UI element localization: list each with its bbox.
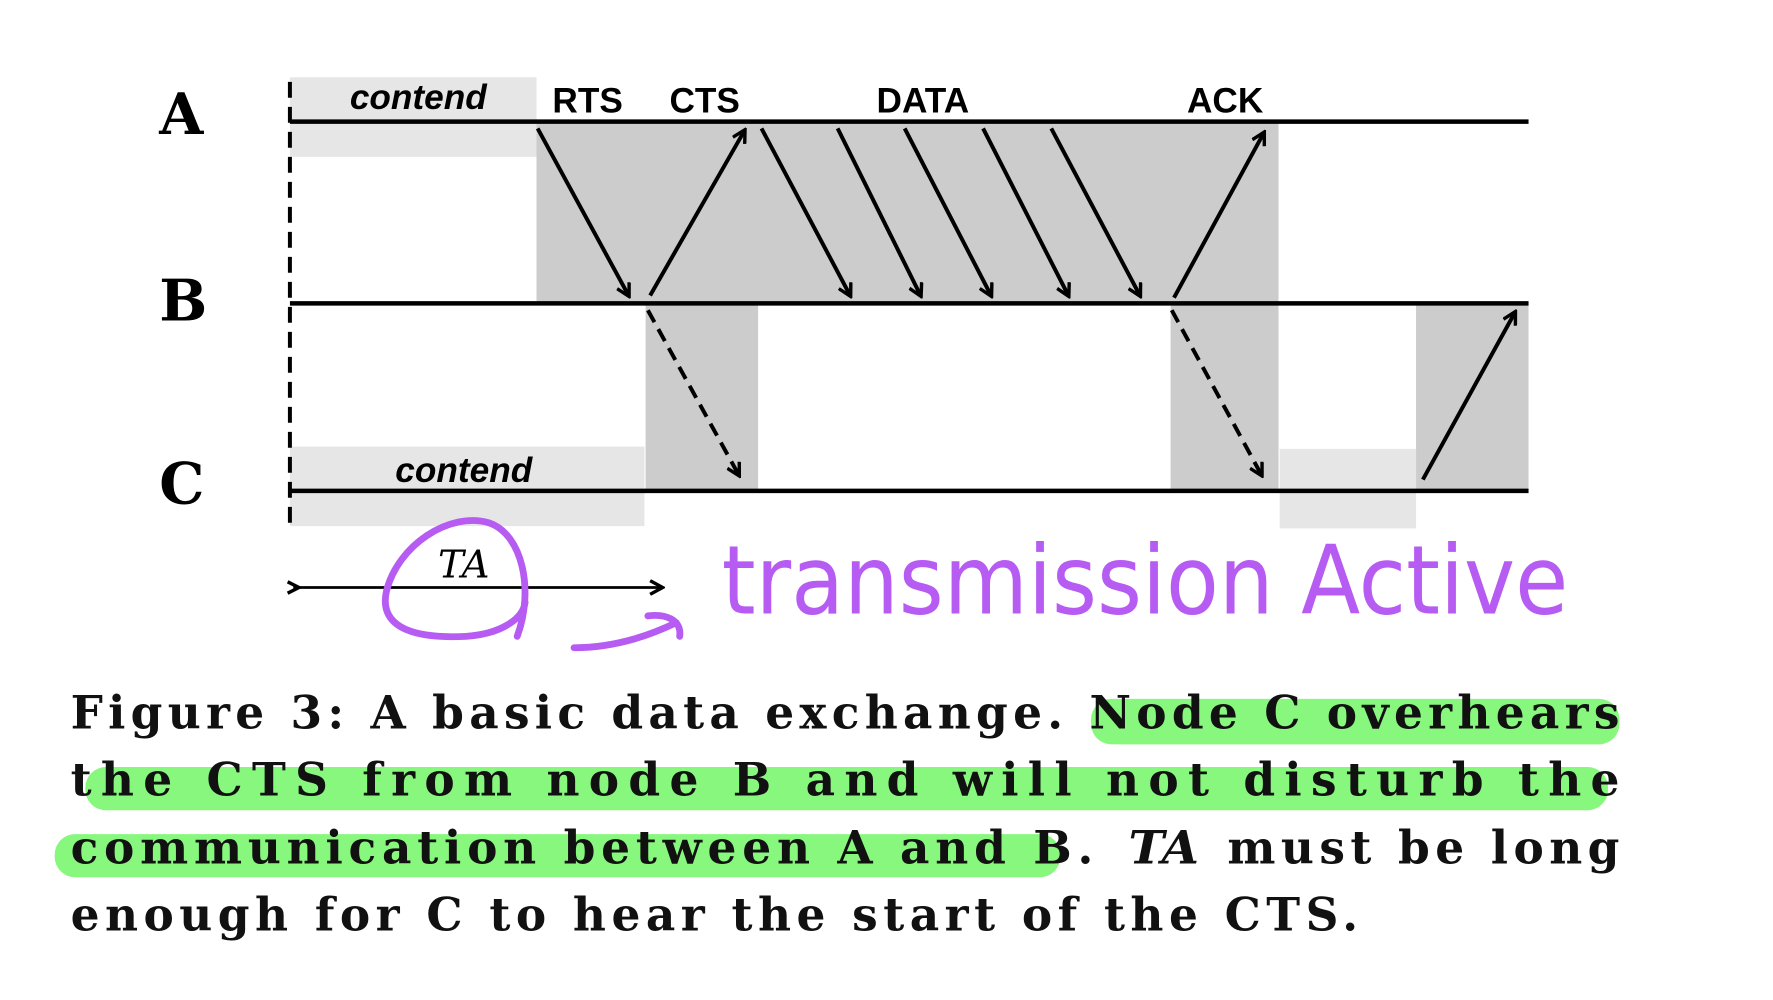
ta-circle-mark — [381, 517, 529, 641]
transmission-active-note: transmission Active — [722, 525, 1569, 637]
transmission-region-ab — [536, 122, 1279, 303]
ack-overheard-arrow — [1169, 309, 1262, 475]
data-arrow — [759, 127, 851, 295]
annotation-marks — [381, 517, 684, 652]
data-arrow — [1049, 127, 1140, 295]
caption-line-4: enough for C to hear the start of the CT… — [71, 888, 1359, 942]
pointer-arrow-mark — [570, 612, 684, 652]
caption-highlights — [54, 698, 1620, 878]
caption-line-1: Figure 3: A basic data exchange. Node C … — [71, 685, 1620, 739]
cts-label: CTS — [669, 82, 739, 121]
caption-ta: TA — [1129, 821, 1199, 875]
node-c-label: C — [159, 451, 204, 517]
cts-overhear-region — [645, 303, 759, 490]
highlight-line3 — [54, 834, 1061, 878]
contend-box-c — [289, 446, 645, 527]
contend-c-label: contend — [395, 451, 533, 490]
cts-arrow — [648, 131, 744, 297]
cts-overheard-arrow — [646, 309, 739, 475]
data-label: DATA — [877, 82, 970, 121]
rts-label: RTS — [552, 82, 622, 121]
data-arrow — [835, 127, 921, 295]
ack-arrow — [1172, 133, 1264, 299]
contend-a-label: contend — [350, 78, 488, 117]
rts-arrow — [535, 127, 629, 295]
shaded-regions — [289, 77, 1529, 529]
message-arrows — [535, 127, 1515, 481]
caption-line-3c: must be long — [1227, 821, 1619, 875]
caption-line-3a: communication between A and B. — [71, 821, 1094, 875]
contend-box-a — [289, 77, 537, 157]
data-arrow — [902, 127, 991, 295]
node-b-label: B — [159, 268, 207, 334]
ack-label: ACK — [1187, 82, 1264, 121]
highlight-line2 — [85, 767, 1609, 811]
caption-line-2: the CTS from node B and will not disturb… — [71, 752, 1620, 806]
c-send-arrow — [1421, 313, 1515, 481]
highlight-line1 — [1091, 698, 1620, 745]
data-arrow — [981, 127, 1068, 295]
ta-label: TA — [438, 542, 490, 587]
ack-overhear-region — [1170, 303, 1279, 490]
node-a-label: A — [158, 82, 204, 148]
